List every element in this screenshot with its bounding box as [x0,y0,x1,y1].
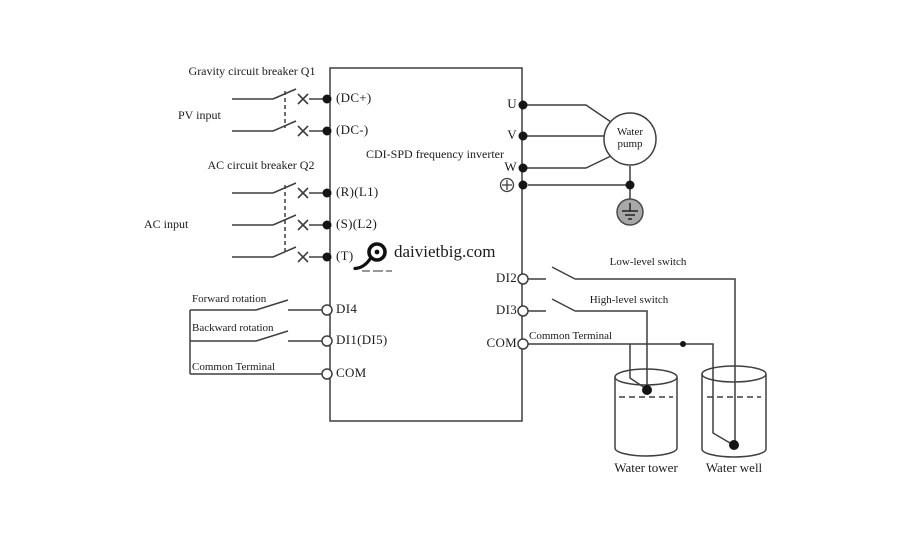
common-terminal-left-label: Common Terminal [192,361,276,373]
ac-input-label: AC input [144,217,189,231]
watermark-logo-icon [355,244,392,271]
ac-breaker-q2 [232,183,323,262]
terminal-dc-plus [322,94,332,104]
terminal-r [322,188,332,198]
terminal-s [322,220,332,230]
terminal-label-w: W [504,159,517,174]
water-pump-label: Water pump [617,126,643,150]
terminal-w [518,163,528,173]
backward-rotation-label: Backward rotation [192,322,274,334]
water-tower-label: Water tower [614,460,678,475]
level-switch-wiring [528,267,735,443]
terminal-di2 [518,274,528,284]
terminal-label-dc-plus: (DC+) [336,90,372,105]
tower-common-branch [630,344,645,388]
inverter-title: CDI-SPD frequency inverter [366,147,504,161]
power-terminals [322,94,739,450]
gravity-breaker-q1 [232,89,323,136]
terminal-t [322,252,332,262]
terminal-com-right [518,339,528,349]
water-well-shape [702,366,766,457]
contact-x-icon [298,94,308,104]
ac-breaker-label: AC circuit breaker Q2 [207,158,315,172]
w-wire [527,156,611,168]
low-level-wire [575,279,735,441]
terminal-label-com-right: COM [486,335,517,350]
earth-ground-icon [617,199,643,225]
terminal-label-di4: DI4 [336,301,358,316]
tower-level-sensor [642,385,652,395]
terminal-di4 [322,305,332,315]
low-level-switch-label: Low-level switch [609,256,687,268]
water-pump-circle [604,113,656,165]
common-terminal-right-label: Common Terminal [529,330,613,342]
terminal-label-com-left: COM [336,365,367,380]
forward-switch-blade [256,300,288,310]
junction-dot [625,180,635,190]
rotation-switch-circuit [190,300,322,374]
junction-dot [680,341,686,347]
contact-x-icon [298,126,308,136]
terminal-label-di2: DI2 [495,270,517,285]
high-level-switch-label: High-level switch [589,294,669,306]
low-level-switch-blade [552,267,575,279]
terminal-di1 [322,336,332,346]
pv-input-label: PV input [178,108,221,122]
terminal-label-r-l1: (R)(L1) [336,184,379,199]
protective-earth-icon [501,179,514,192]
high-level-switch-blade [552,299,575,311]
terminal-com-left [322,369,332,379]
terminal-dc-minus [322,126,332,136]
terminal-label-t: (T) [336,248,354,263]
common-wire-right [528,344,730,443]
terminal-label-v: V [507,127,517,142]
u-wire [527,105,611,122]
terminal-label-di3: DI3 [495,302,517,317]
water-tower-shape [615,369,677,456]
terminal-label-u: U [507,96,517,111]
inverter-box [330,68,522,421]
terminal-u [518,100,528,110]
forward-rotation-label: Forward rotation [192,293,267,305]
terminal-label-s-l2: (S)(L2) [336,216,378,231]
control-terminals [322,274,528,379]
contact-x-icon [298,220,308,230]
contact-x-icon [298,252,308,262]
well-level-sensor [729,440,739,450]
terminal-label-di1: DI1(DI5) [336,332,388,347]
backward-switch-blade [256,331,288,341]
high-level-wire [575,311,647,387]
terminal-v [518,131,528,141]
terminal-label-dc-minus: (DC-) [336,122,369,137]
watermark-text: daivietbig.com [394,242,496,261]
water-well-label: Water well [705,460,763,475]
contact-x-icon [298,188,308,198]
terminal-pe [518,180,528,190]
terminal-di3 [518,306,528,316]
gravity-breaker-label: Gravity circuit breaker Q1 [188,64,316,78]
